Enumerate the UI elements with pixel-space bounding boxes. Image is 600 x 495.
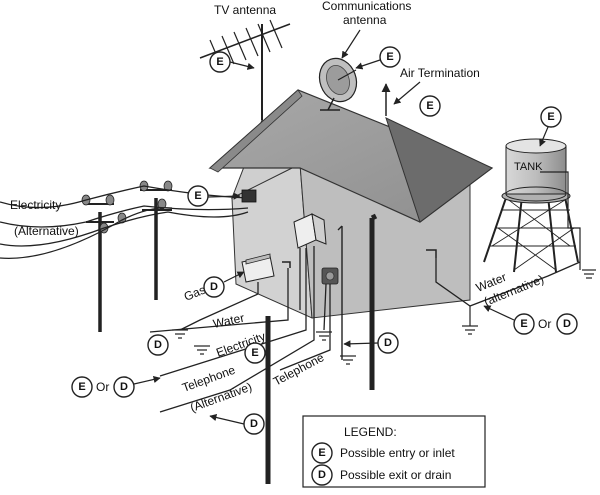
svg-text:D: D [384,337,392,349]
exit-marker: D [203,276,225,298]
svg-text:D: D [563,318,571,330]
legend: LEGEND: E Possible entry or inlet D Poss… [302,415,486,488]
legend-entry-description: Possible entry or inlet [340,446,455,460]
entry-marker: E [244,342,266,364]
wall-devices [241,213,437,285]
electricity-alternative-label: (Alternative) [14,224,79,238]
exit-marker: D [377,332,399,354]
exit-marker: D [556,313,578,335]
communications-antenna-label-line2: antenna [343,13,387,27]
svg-text:E: E [194,190,201,202]
electricity-label: Electricity [10,198,61,212]
exit-marker: D [113,376,135,398]
legend-box [302,415,486,488]
service-lines [149,225,581,413]
svg-text:D: D [210,281,218,293]
svg-text:E: E [216,56,223,68]
svg-text:D: D [120,381,128,393]
legend-entry-marker: E [311,442,333,464]
telephone-exit-pointer [343,340,379,348]
legend-exit-marker: D [311,464,333,486]
svg-text:E: E [318,447,325,459]
house [208,89,494,319]
svg-text:E: E [520,318,527,330]
svg-text:D: D [154,339,162,351]
air-termination-pointer [393,81,421,105]
water-tank-tower [483,138,596,279]
tank-label: TANK [514,161,543,173]
svg-text:E: E [386,51,393,63]
telephone-label: Telephone [271,350,327,389]
legend-title: LEGEND: [344,425,397,439]
exit-marker: D [243,413,265,435]
service-entrance-box [241,189,257,203]
exit-marker: D [147,334,169,356]
air-termination-label: Air Termination [400,66,480,80]
legend-exit-description: Possible exit or drain [340,468,451,482]
tv-antenna-entry-pointer [229,61,255,70]
svg-text:E: E [251,347,258,359]
entry-marker: E [209,51,231,73]
svg-text:D: D [318,469,326,481]
entry-marker: E [71,376,93,398]
entry-marker: E [187,185,209,207]
entry-marker: E [379,46,401,68]
tv-antenna [199,19,291,120]
water-alt-pointer [483,305,515,321]
water-label: Water [212,311,246,331]
svg-text:D: D [250,418,258,430]
tv-antenna-label: TV antenna [214,3,276,17]
communications-antenna-label-line1: Communications [322,0,411,13]
entry-marker: E [513,313,535,335]
communications-antenna [318,57,358,111]
svg-text:E: E [547,111,554,123]
or-pointer [133,375,161,385]
entry-marker: E [419,95,441,117]
svg-text:E: E [426,100,433,112]
electricity-entry-pointer [207,192,241,200]
or-label: Or [96,380,109,394]
or-label: Or [538,317,551,331]
comms-antenna-entry-pointer [355,59,381,70]
telephone-alt-exit-pointer [209,413,245,425]
entry-marker: E [540,106,562,128]
tank-entry-pointer [539,126,549,147]
communications-antenna-pointer [341,29,361,59]
gas-exit-pointer [223,271,245,283]
svg-text:E: E [78,381,85,393]
